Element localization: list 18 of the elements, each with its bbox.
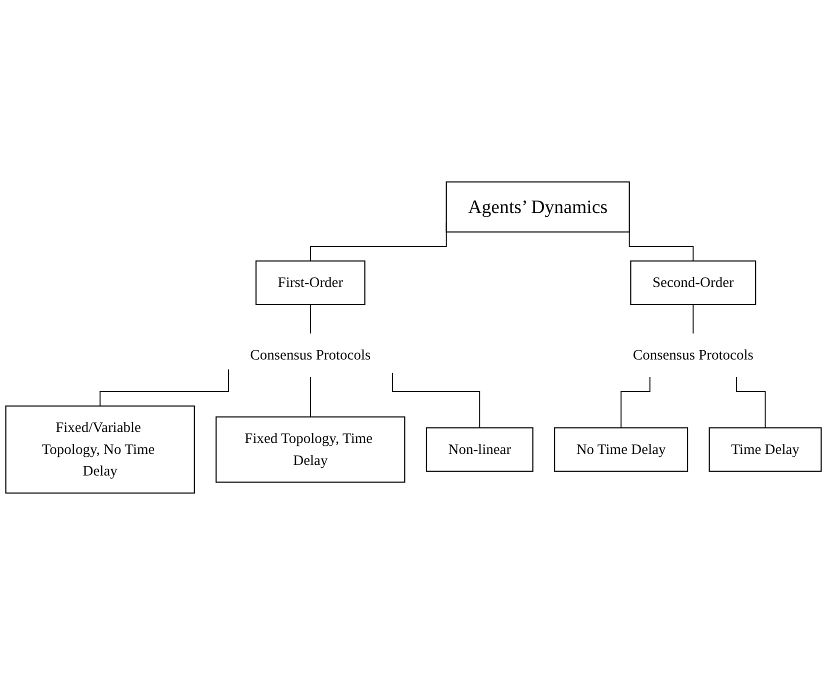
node-text: Consensus Protocols: [632, 347, 754, 364]
node-box: Time Delay: [708, 427, 822, 472]
connector: [310, 304, 311, 334]
node-text: Consensus Protocols: [250, 347, 371, 364]
node-box: First-Order: [255, 260, 366, 306]
connector: [620, 376, 650, 428]
node-box: Second-Order: [630, 260, 756, 306]
connector: [310, 376, 311, 418]
node-box: Agents’ Dynamics: [446, 181, 630, 233]
connector: [692, 304, 694, 334]
connector: [100, 368, 229, 407]
connector: [628, 230, 694, 262]
node-box: Fixed/Variable Topology, No Time Delay: [5, 406, 195, 494]
node-box: Non-linear: [426, 427, 534, 472]
connector: [736, 376, 766, 428]
node-box: Fixed Topology, Time Delay: [216, 416, 406, 483]
node-box: No Time Delay: [554, 427, 688, 472]
connector: [392, 372, 480, 428]
